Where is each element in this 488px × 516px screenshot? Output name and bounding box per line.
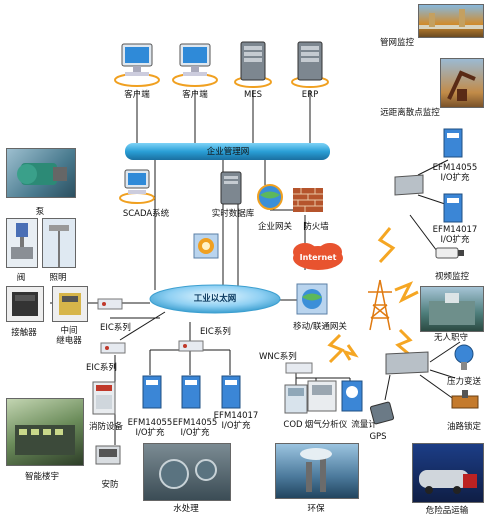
smart-building-photo [6, 398, 84, 466]
fire-label: 消防设备 [88, 422, 124, 432]
enterprise-network-label: 企业管理网 [206, 147, 250, 157]
efm-label: EFM14055 I/O扩充 [127, 418, 173, 438]
contactor-photo [6, 286, 44, 322]
wnc-station-icon [385, 351, 429, 375]
industrial-ethernet-label: 工业以太网 [193, 294, 237, 304]
video-camera-icon [435, 247, 464, 259]
scada-label: SCADA系统 [122, 209, 170, 219]
efm-label: EFM14017 I/O扩充 [432, 225, 478, 245]
remote-label: 远距离散点监控 [380, 108, 440, 118]
eic-module-icon [100, 342, 126, 354]
gps-label: GPS [369, 432, 387, 442]
efm-label: EFM14055 I/O扩充 [172, 418, 218, 438]
realtime-db-label: 实时数据库 [211, 209, 255, 219]
valve-photo [6, 218, 38, 268]
database-server-icon [220, 171, 242, 205]
industrial-ethernet-ring [149, 284, 281, 314]
flowmeter-icon [341, 380, 363, 412]
water-label: 水处理 [173, 504, 199, 514]
flue-label: 烟气分析仪 [304, 420, 348, 430]
gps-device-icon [369, 401, 395, 425]
lighting-label: 照明 [49, 273, 67, 283]
eic-module-icon [178, 340, 204, 352]
efm-module-icon [221, 375, 241, 409]
flue-gas-analyzer-icon [307, 380, 337, 412]
efm-module-icon [443, 193, 463, 223]
fire-panel-icon [92, 381, 116, 415]
client-label: 客户端 [124, 90, 150, 100]
oil-lock-valve-icon [451, 390, 479, 409]
cod-label: COD [283, 420, 303, 430]
hazmat-label: 危险品运输 [425, 506, 469, 516]
efm-label: EFM14017 I/O扩充 [213, 411, 259, 431]
wnc-module-icon [285, 362, 313, 374]
lighting-photo [42, 218, 76, 268]
eic-label: EIC系列 [86, 363, 117, 373]
gateway-globe-icon [257, 184, 283, 210]
mobile-gateway-icon [296, 283, 328, 315]
internet-cloud [293, 243, 343, 270]
firewall-label: 防火墙 [303, 222, 329, 232]
eic-module-icon [97, 298, 123, 310]
client-computer-icon [172, 43, 218, 87]
enterprise-bus [125, 143, 330, 160]
mes-label: MES [243, 90, 263, 100]
firewall-icon [293, 188, 323, 212]
relay-photo [52, 286, 88, 322]
security-label: 安防 [101, 480, 119, 490]
hazmat-transport-photo [412, 443, 484, 503]
enterprise-gateway-label: 企业网关 [257, 222, 293, 232]
erp-label: ERP [301, 90, 319, 100]
pump-label: 泵 [35, 207, 45, 217]
cod-analyzer-icon [284, 384, 308, 414]
efm-module-icon [181, 375, 201, 409]
lock-label: 油路锁定 [446, 422, 482, 432]
environment-photo [275, 443, 359, 499]
pipeline-photo [418, 4, 484, 38]
pressure-label: 压力变送 [446, 377, 482, 387]
mobile-gateway-label: 移动/联通网关 [293, 322, 347, 332]
efm-module-icon [443, 128, 463, 158]
video-label: 视频监控 [434, 272, 470, 282]
pressure-transmitter-icon [454, 344, 474, 370]
pipeline-label: 管网监控 [379, 38, 415, 48]
wnc-station-icon [394, 174, 424, 196]
unmanned-label: 无人职守 [433, 333, 469, 343]
efm-module-icon [142, 375, 162, 409]
client-computer-icon [114, 43, 160, 87]
wnc-label: WNC系列 [259, 352, 297, 362]
pump-photo [6, 148, 76, 198]
remote-site-photo [440, 58, 484, 108]
smart-building-label: 智能楼宇 [24, 472, 60, 482]
internet-label: Internet [299, 253, 337, 262]
unmanned-site-photo [420, 286, 484, 332]
environment-label: 环保 [307, 504, 325, 514]
security-device-icon [95, 445, 121, 465]
valve-label: 阀 [16, 273, 26, 283]
efm-label: EFM14055 I/O扩充 [432, 163, 478, 183]
client-label: 客户端 [182, 90, 208, 100]
tower-icon [368, 279, 392, 331]
eic-label: EIC系列 [200, 327, 231, 337]
wireless-links [327, 227, 419, 364]
router-icon [193, 233, 219, 259]
water-treatment-photo [143, 443, 231, 501]
scada-computer-icon [119, 169, 155, 204]
eic-label: EIC系列 [100, 323, 131, 333]
contactor-label: 接触器 [11, 328, 37, 338]
erp-server-icon [291, 41, 329, 88]
relay-label: 中间 继电器 [56, 326, 82, 346]
flowmeter-label: 流量计 [351, 420, 377, 430]
mes-server-icon [234, 41, 272, 88]
